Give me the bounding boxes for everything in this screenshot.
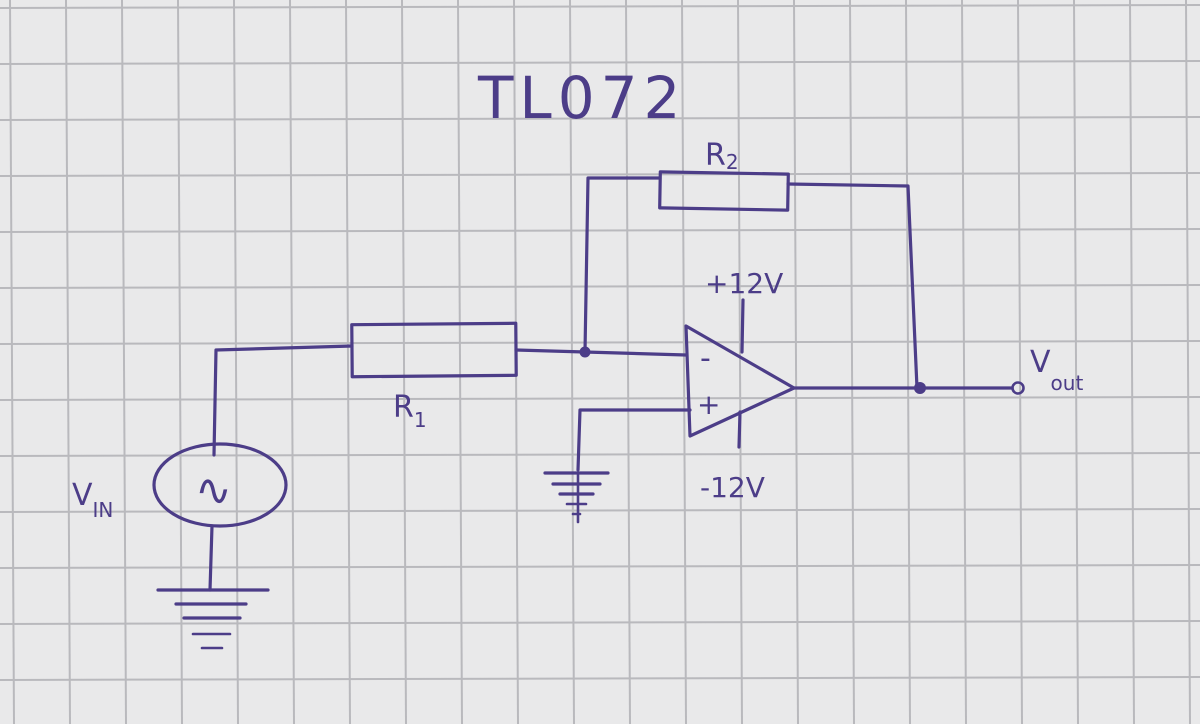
grid-line-horizontal [0,340,1200,345]
grid-line-vertical [849,0,855,724]
output-terminal [1011,381,1025,395]
source-to-ground-wire [208,524,214,592]
grid-line-vertical [961,0,967,724]
grid-line-vertical [681,0,687,724]
ac-source-circle [152,442,288,528]
grid-line-horizontal [0,284,1200,289]
source-label: VIN [72,478,113,522]
grid-line-vertical [1185,0,1191,724]
opamp-plus-sign: + [697,388,720,421]
ac-source-symbol: ∿ [195,465,232,516]
grid-line-vertical [401,0,407,724]
grid-line-vertical [1073,0,1079,724]
positive-supply-pin [740,298,745,354]
grid-line-vertical [569,0,575,724]
grid-line-horizontal [0,172,1200,177]
inverting-input-wire [583,350,688,357]
ground-symbol-opamp [543,471,610,524]
resistor-r2-label: R2 [705,138,739,174]
grid-line-horizontal [0,564,1200,569]
grid-line-vertical [1017,0,1023,724]
ground-symbol-source [156,588,270,650]
grid-line-horizontal [0,60,1200,65]
resistor-r1-label: R1 [393,390,427,432]
opamp-minus-sign: - [700,341,711,376]
feedback-wire-right [786,182,919,390]
negative-supply-label: -12V [700,471,765,504]
grid-line-horizontal [0,676,1200,681]
resistor-r2 [658,170,790,212]
output-label: Vout [1030,345,1083,395]
grid-line-horizontal [0,452,1200,457]
positive-supply-label: +12V [705,267,783,300]
grid-line-vertical [457,0,463,724]
grid-line-vertical [737,0,743,724]
grid-line-vertical [793,0,799,724]
feedback-wire-left [583,176,662,354]
grid-line-vertical [289,0,295,724]
grid-line-vertical [905,0,911,724]
grid-line-vertical [345,0,351,724]
title-label: TL072 [477,64,686,132]
grid-line-horizontal [0,508,1200,513]
grid-line-horizontal [0,116,1200,121]
grid-line-horizontal [0,4,1200,9]
grid-line-vertical [1129,0,1135,724]
grid-line-horizontal [0,620,1200,625]
negative-supply-pin [737,410,742,449]
grid-line-vertical [625,0,631,724]
grid-line-horizontal [0,228,1200,233]
input-wire [212,344,354,457]
opamp-triangle [684,324,796,438]
noninverting-input-wire [576,408,692,472]
r1-to-node-wire [514,348,587,354]
grid-line-horizontal [0,396,1200,401]
